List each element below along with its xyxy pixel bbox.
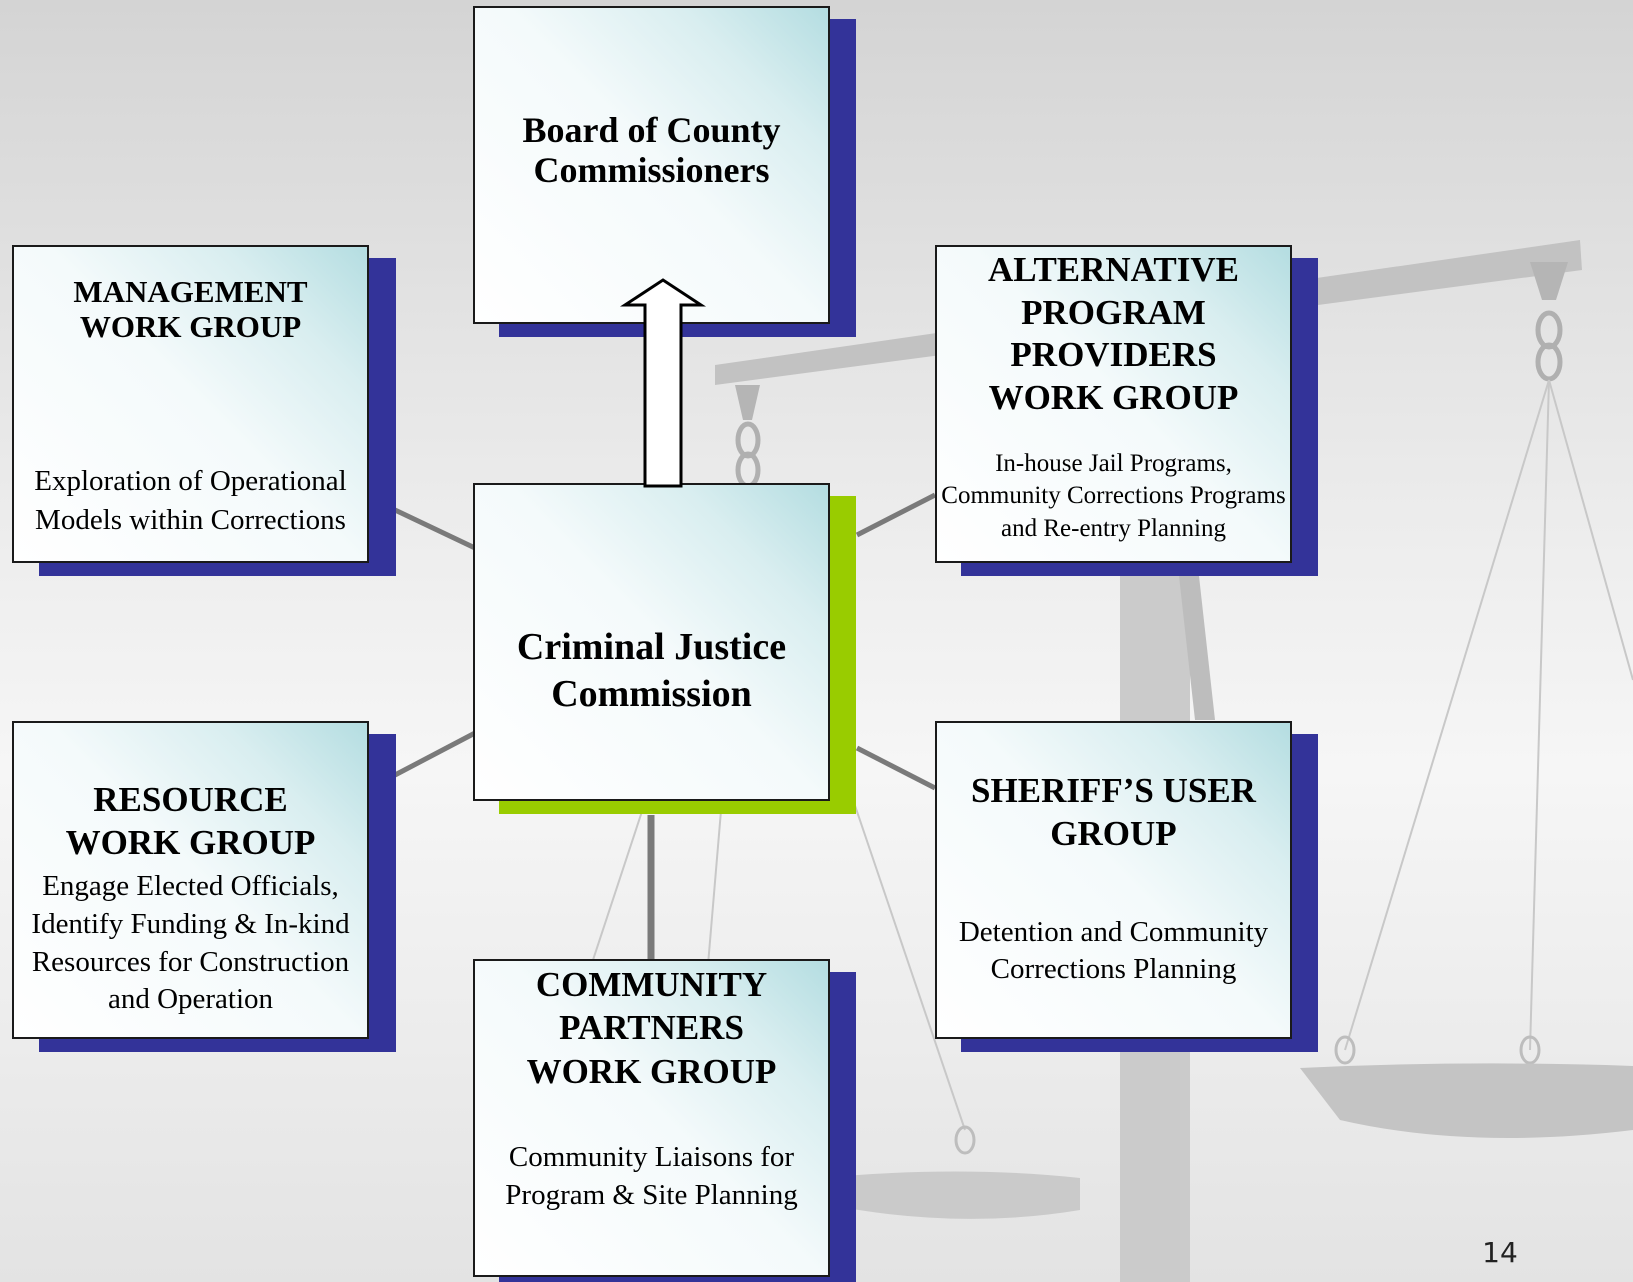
management-description: Exploration of Operational Models within… (34, 465, 347, 536)
slide-number: 14 (1482, 1236, 1518, 1269)
connector-resource (393, 730, 477, 778)
resource-box: RESOURCE WORK GROUP Engage Elected Offic… (12, 721, 369, 1039)
sheriff-title: SHERIFF’S USER GROUP (971, 771, 1256, 854)
resource-title: RESOURCE WORK GROUP (65, 780, 316, 862)
board-title: Board of County Commissioners (522, 109, 781, 190)
connector-sheriff (855, 745, 937, 791)
management-box: MANAGEMENT WORK GROUP Exploration of Ope… (12, 245, 369, 563)
sheriff-description: Detention and Community Corrections Plan… (958, 915, 1269, 986)
community-description: Community Liaisons for Program & Site Pl… (505, 1141, 798, 1211)
board-box: Board of County Commissioners (473, 6, 830, 324)
connector-alternative (855, 492, 937, 538)
alternative-description: In-house Jail Programs, Community Correc… (941, 449, 1286, 542)
sheriff-box: SHERIFF’S USER GROUP Detention and Commu… (935, 721, 1292, 1039)
alternative-box: ALTERNATIVE PROGRAM PROVIDERS WORK GROUP… (935, 245, 1292, 563)
management-title: MANAGEMENT WORK GROUP (73, 274, 308, 344)
center-box: Criminal Justice Commission (473, 483, 830, 801)
community-title: COMMUNITY PARTNERS WORK GROUP (526, 965, 777, 1091)
center-title: Criminal Justice Commission (516, 625, 787, 715)
connector-management (393, 507, 477, 551)
alternative-title: ALTERNATIVE PROGRAM PROVIDERS WORK GROUP (988, 250, 1239, 418)
community-box: COMMUNITY PARTNERS WORK GROUP Community … (473, 959, 830, 1277)
resource-description: Engage Elected Officials, Identify Fundi… (31, 870, 350, 1016)
